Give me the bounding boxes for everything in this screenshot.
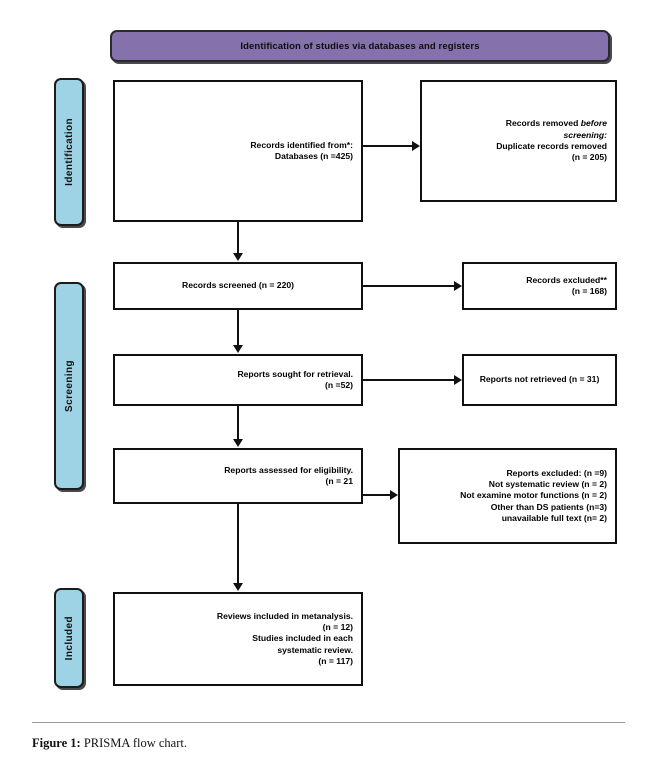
connector-assessed-to-included [237,504,239,584]
box-reports-excluded-reasons: Reports excluded: (n =9) Not systematic … [398,448,617,544]
box-records-screened: Records screened (n = 220) [113,262,363,310]
box-reports-not-retrieved-line1: Reports not retrieved (n = 31) [479,374,600,385]
box-records-removed-line3: Duplicate records removed [496,141,607,151]
box-studies-included-line2: (n = 12) [322,621,353,632]
box-studies-included-line5: (n = 117) [318,656,353,667]
phase-tab-screening-label: Screening [63,360,75,412]
box-records-identified: Records identified from*: Databases (n =… [113,80,363,222]
caption-divider [32,722,625,723]
arrow-right-icon [454,375,462,385]
box-records-removed-line2: screening: [563,129,607,140]
phase-tab-identification-label: Identification [63,118,75,186]
connector-identified-to-screened [237,222,239,254]
box-reports-excluded-reasons-line1: Reports excluded: (n =9) [506,467,607,478]
arrow-down-icon [233,253,243,261]
box-records-removed-line1: Records removed before [505,118,607,129]
box-studies-included-line4: systematic review. [277,644,353,655]
header-banner: Identification of studies via databases … [110,30,610,62]
box-reports-excluded-reasons-line4: Other than DS patients (n=3) [490,501,607,512]
figure-caption-text: PRISMA flow chart. [80,736,187,750]
box-records-identified-line1: Records identified from*: [250,139,353,150]
arrow-down-icon [233,439,243,447]
connector-assessed-to-reasons [363,494,391,496]
phase-tab-included: Included [54,588,84,688]
box-records-excluded-line2: (n = 168) [571,286,607,296]
box-reports-excluded-reasons-line5: unavailable full text (n= 2) [501,513,607,524]
connector-screened-to-excluded [363,285,455,287]
phase-tab-screening: Screening [54,282,84,490]
arrow-right-icon [390,490,398,500]
box-reports-assessed-line1: Reports assessed for eligibility. [224,464,353,475]
arrow-right-icon [454,281,462,291]
box-reports-assessed-line2: (n = 21 [325,476,353,486]
box-reports-assessed: Reports assessed for eligibility. (n = 2… [113,448,363,504]
box-records-screened-line1: Records screened (n = 220) [181,280,294,291]
arrow-right-icon [412,141,420,151]
box-records-identified-line2: Databases (n =425) [274,151,353,161]
box-records-removed: Records removed before screening: Duplic… [420,80,617,202]
box-reports-excluded-reasons-line3: Not examine motor functions (n = 2) [460,490,607,501]
box-reports-sought-line2: (n =52) [325,380,353,390]
box-records-excluded-line1: Records excluded** [526,274,607,285]
figure-caption: Figure 1: PRISMA flow chart. [32,736,187,751]
phase-tab-identification: Identification [54,78,84,226]
box-studies-included: Reviews included in metanalysis. (n = 12… [113,592,363,686]
connector-screened-to-sought [237,310,239,346]
connector-sought-to-assessed [237,406,239,440]
arrow-down-icon [233,583,243,591]
arrow-down-icon [233,345,243,353]
box-reports-not-retrieved: Reports not retrieved (n = 31) [462,354,617,406]
connector-identified-to-removed [363,145,413,147]
box-reports-excluded-reasons-line2: Not systematic review (n = 2) [488,478,607,489]
box-reports-sought-line1: Reports sought for retrieval. [237,368,353,379]
phase-tab-included-label: Included [63,615,75,661]
box-records-excluded: Records excluded** (n = 168) [462,262,617,310]
connector-sought-to-notretrieved [363,379,455,381]
box-records-removed-line4: (n = 205) [571,152,607,163]
box-reports-sought: Reports sought for retrieval. (n =52) [113,354,363,406]
figure-caption-label: Figure 1: [32,736,81,750]
box-studies-included-line3: Studies included in each [252,633,353,644]
header-banner-title: Identification of studies via databases … [240,40,480,52]
box-studies-included-line1: Reviews included in metanalysis. [216,610,353,621]
